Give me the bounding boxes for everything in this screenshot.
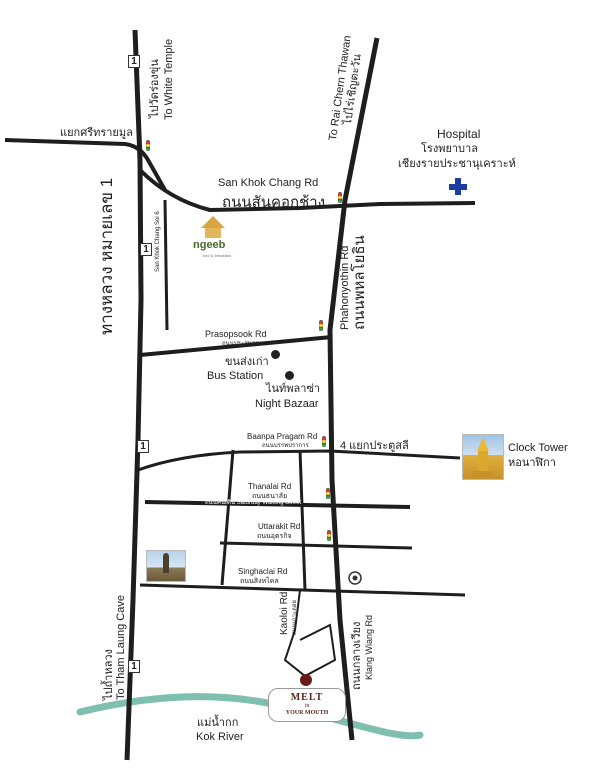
klang-wiang-th-label: ถนนกลางเวียง: [351, 621, 363, 690]
tham-luang-th-label: ไปถ้ำหลวง: [103, 649, 115, 700]
thanalai-road: [144, 500, 411, 509]
kaoloi-en-label: Kaoloi Rd: [279, 591, 290, 635]
traffic-light-icon: [338, 192, 342, 203]
side-street-1: [220, 449, 235, 586]
prasopsook-en-label: Prasopsook Rd: [205, 329, 267, 339]
phahonyothin-road: [327, 37, 380, 741]
klang-wiang-en-label: Klang Wiang Rd: [364, 614, 374, 680]
thanalai-en-label: Thanalai Rd: [248, 482, 292, 491]
kaoloi-th-label: ถนนเกาะลอย: [292, 600, 298, 635]
uttarakit-th-label: ถนนอุตรกิจ: [257, 533, 292, 540]
tham-luang-en-label: To Tham Laung Cave: [115, 595, 127, 700]
traffic-light-icon: [326, 488, 330, 499]
bus-station-marker[interactable]: [271, 350, 280, 359]
night-th-label: ไนท์พลาซ่า: [266, 383, 321, 395]
ngeeb-logo[interactable]: ngeeb bed & breakfast: [183, 216, 243, 262]
bus-th-label: ขนส่งเก่า: [225, 356, 269, 368]
highway-1-road: [124, 29, 144, 761]
uttarakit-en-label: Uttarakit Rd: [258, 522, 301, 531]
junction-label: แยกศรีทรายมูล: [60, 127, 133, 139]
baanpa-pragam-road: [137, 449, 461, 472]
clock-tower-icon: [473, 437, 493, 477]
clock-tower-photo[interactable]: [462, 434, 504, 480]
phahonyothin-en-label: Phahonyothin Rd: [339, 245, 351, 330]
walking-street-label: ถนนคนเดิน Saturday Walking Street: [205, 500, 302, 506]
prasopsook-road: [139, 335, 333, 357]
river-en-label: Kok River: [196, 731, 244, 743]
route-1-badge-middle: 1: [137, 440, 149, 453]
junction-road: [4, 138, 167, 191]
clock-tower-th-label: หอนาฬิกา: [508, 457, 556, 469]
traffic-light-icon: [146, 140, 150, 151]
night-en-label: Night Bazaar: [255, 398, 319, 410]
baanpa-en-label: Baanpa Pragam Rd: [247, 432, 318, 441]
thanalai-th-label: ถนนธนาลัย: [252, 493, 288, 500]
house-icon: [201, 216, 225, 238]
melt-subtitle: YOUR MOUTH: [285, 710, 329, 716]
melt-title: MELT: [290, 692, 324, 703]
san-khok-chang-road: [138, 168, 476, 213]
baanpa-th-label: ถนนบรรพปราการ: [262, 443, 309, 449]
bus-en-label: Bus Station: [207, 370, 264, 382]
route-1-badge-upper: 1: [140, 243, 152, 256]
hospital-en-label: Hospital: [437, 127, 481, 141]
hospital-icon[interactable]: [449, 178, 467, 195]
hospital-th-label-2: เชียงรายประชานุเคราะห์: [398, 158, 516, 170]
hospital-th-label-1: โรงพยาบาล: [421, 143, 478, 155]
traffic-light-icon: [327, 530, 331, 541]
clock-junction-label: 4 แยกประตูสลี: [340, 440, 409, 452]
traffic-light-icon: [319, 320, 323, 331]
statue-icon: [163, 553, 169, 573]
prasopsook-th-label: ถนนประสพสุข: [222, 341, 260, 347]
route-1-badge-top: 1: [128, 55, 140, 68]
melt-location-marker[interactable]: [300, 674, 312, 686]
san-khok-th-label: ถนนสันคอกช้าง: [222, 194, 326, 211]
highway-1-label: ทางหลวง หมายเลข 1: [97, 177, 116, 335]
clock-tower-en-label: Clock Tower: [508, 442, 568, 454]
side-street-2: [298, 449, 307, 591]
melt-logo[interactable]: MELT in YOUR MOUTH: [268, 688, 346, 722]
uttarakit-road: [219, 541, 413, 550]
singhaclai-th-label: ถนนสิงหไคล: [240, 578, 279, 585]
temple-photo[interactable]: [146, 550, 186, 582]
route-1-badge-bottom: 1: [128, 660, 140, 673]
san-khok-en-label: San Khok Chang Rd: [218, 177, 319, 189]
white-temple-en-label: To White Temple: [163, 38, 175, 120]
singhaclai-en-label: Singhaclai Rd: [238, 567, 288, 576]
ngeeb-name: ngeeb: [193, 239, 226, 251]
melt-in: in: [304, 703, 310, 709]
river-th-label: แม่น้ำกก: [197, 717, 239, 729]
phahonyothin-th-label: ถนนพหลโยธิน: [351, 235, 368, 330]
traffic-light-icon: [322, 436, 326, 447]
san-khok-chang-soi-road: [163, 199, 169, 331]
ngeeb-sub: bed & breakfast: [203, 253, 232, 258]
white-temple-th-label: ไปวัดร่องขุ่น: [149, 59, 161, 118]
san-khok-soi-label: San Khok Chang Soi 6: [155, 211, 161, 272]
singhaclai-road: [139, 583, 466, 597]
night-bazaar-marker[interactable]: [285, 371, 294, 380]
